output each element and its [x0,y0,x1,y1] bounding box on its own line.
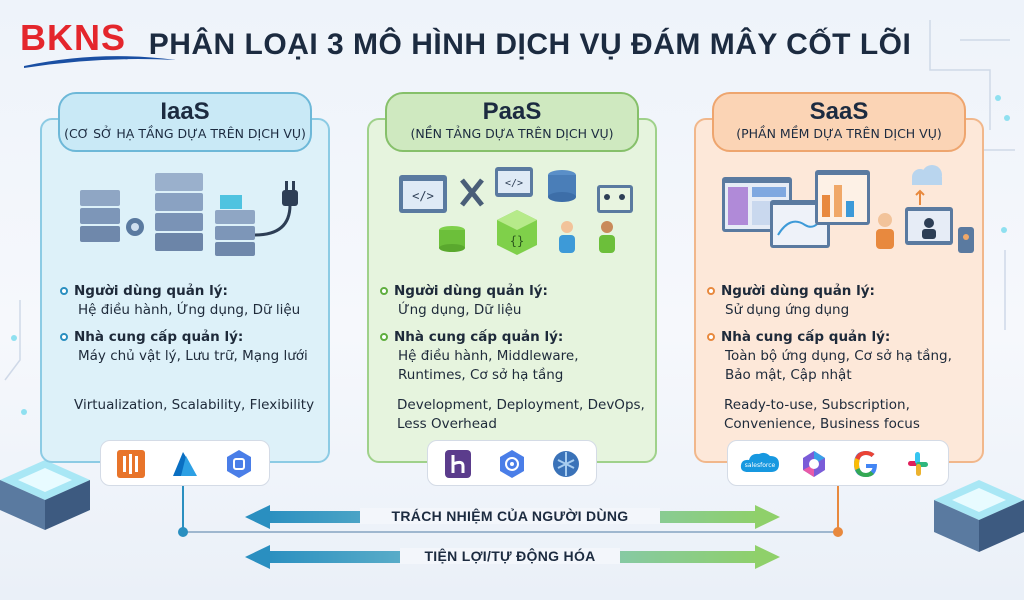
salesforce-icon: salesforce [740,452,779,472]
svg-text:{}: {} [510,234,524,248]
openshift-icon [553,451,579,477]
paas-features: Development, Deployment, DevOps, Less Ov… [397,397,645,432]
aws-icon [117,450,145,478]
paas-name: PaaS [482,98,542,125]
svg-text:</>: </> [505,178,523,189]
iaas-logos [100,440,270,486]
iaas-header: IaaS (CƠ SỞ HẠ TẦNG DỰA TRÊN DỊCH VỤ) [58,92,312,152]
svg-text:</>: </> [412,189,434,203]
chip-right-icon [934,480,1024,552]
iaas-provider-section: Nhà cung cấp quản lý: Máy chủ vật lý, Lư… [60,328,330,366]
iaas-features: Virtualization, Scalability, Flexibility [74,397,315,413]
saas-header: SaaS (PHẦN MỀM DỰA TRÊN DỊCH VỤ) [712,92,966,152]
paas-user-label: Người dùng quản lý: [380,282,660,301]
saas-user-section: Người dùng quản lý: Sử dụng ứng dụng [707,282,977,320]
saas-user-label: Người dùng quản lý: [707,282,977,301]
saas-features: Ready-to-use, Subscription, Convenience,… [724,397,920,432]
chip-left-icon [0,460,90,530]
microsoft-365-icon [803,451,825,477]
saas-name: SaaS [809,98,869,125]
svg-text:salesforce: salesforce [745,462,776,469]
saas-subtitle: (PHẦN MỀM DỰA TRÊN DỊCH VỤ) [736,126,942,141]
iaas-user-section: Người dùng quản lý: Hệ điều hành, Ứng dụ… [60,282,330,320]
paas-subtitle: (NỀN TẢNG DỰA TRÊN DỊCH VỤ) [410,126,614,141]
iaas-provider-value: Máy chủ vật lý, Lưu trữ, Mạng lưới [78,348,308,364]
logo-swoosh-icon [24,56,176,68]
saas-provider-section: Nhà cung cấp quản lý: Toàn bộ ứng dụng, … [707,328,972,385]
page-title: PHÂN LOẠI 3 MÔ HÌNH DỊCH VỤ ĐÁM MÂY CỐT … [148,28,912,61]
responsibility-label: TRÁCH NHIỆM CỦA NGƯỜI DÙNG [360,508,660,524]
saas-logos: salesforce [727,440,949,486]
paas-user-value: Ứng dụng, Dữ liệu [398,302,522,318]
google-cloud-icon [227,450,251,478]
iaas-user-value: Hệ điều hành, Ứng dụng, Dữ liệu [78,302,301,318]
convenience-label: TIỆN LỢI/TỰ ĐỘNG HÓA [400,548,620,564]
server-rack-icon [80,173,298,256]
saas-provider-value: Toàn bộ ứng dụng, Cơ sở hạ tầng, Bảo mật… [725,348,952,383]
iaas-subtitle: (CƠ SỞ HẠ TẦNG DỰA TRÊN DỊCH VỤ) [64,126,306,141]
paas-provider-section: Nhà cung cấp quản lý: Hệ điều hành, Midd… [380,328,630,385]
azure-icon [173,452,197,476]
app-engine-icon [500,450,524,478]
iaas-provider-label: Nhà cung cấp quản lý: [60,328,330,347]
heroku-icon [445,450,471,478]
software-apps-icon [722,165,974,253]
paas-provider-value: Hệ điều hành, Middleware, Runtimes, Cơ s… [398,348,579,383]
iaas-user-label: Người dùng quản lý: [60,282,330,301]
paas-user-section: Người dùng quản lý: Ứng dụng, Dữ liệu [380,282,660,320]
slack-icon [908,452,928,476]
paas-header: PaaS (NỀN TẢNG DỰA TRÊN DỊCH VỤ) [385,92,639,152]
saas-provider-label: Nhà cung cấp quản lý: [707,328,972,347]
google-icon [854,451,877,477]
platform-tools-icon: </> </> {} [399,167,633,255]
saas-user-value: Sử dụng ứng dụng [725,302,850,318]
brand-logo: BKNS [20,18,180,68]
iaas-name: IaaS [160,98,210,125]
paas-logos [427,440,597,486]
brand-logo-text: BKNS [20,17,127,58]
paas-provider-label: Nhà cung cấp quản lý: [380,328,630,347]
